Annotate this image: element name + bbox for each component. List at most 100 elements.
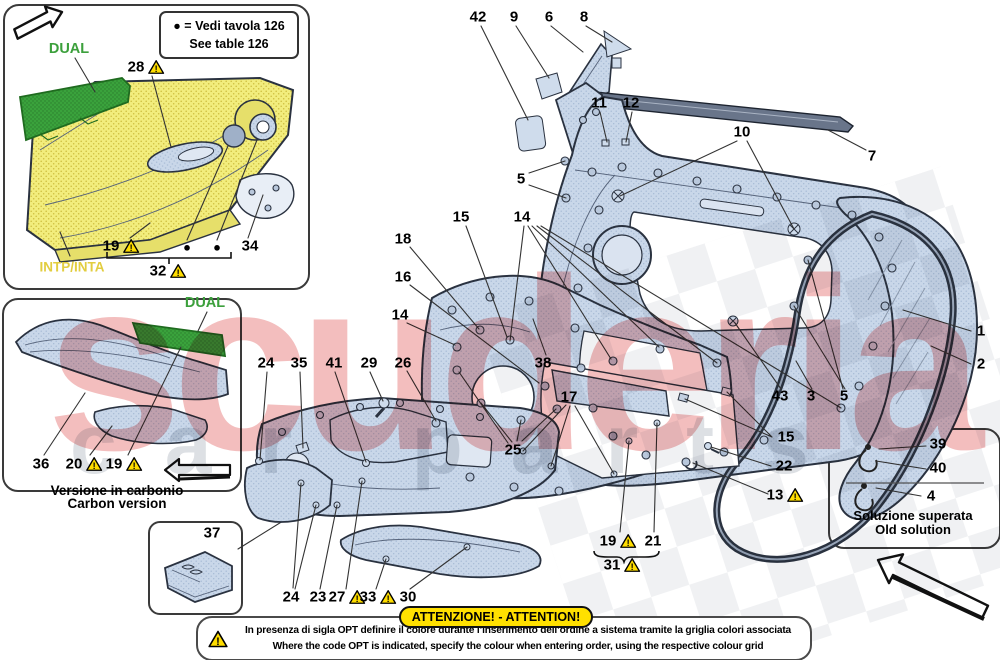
part-door-seal <box>713 210 957 563</box>
callout-37: 37 <box>203 524 221 542</box>
svg-text:!: ! <box>154 64 157 74</box>
callout-38: 38 <box>534 354 552 372</box>
callout-5-right: 5 <box>839 387 849 405</box>
svg-text:!: ! <box>386 594 389 604</box>
callout-22: 22 <box>775 457 793 475</box>
dual-label-inset2: DUAL <box>184 295 226 311</box>
svg-text:!: ! <box>630 562 633 572</box>
warning-icon: ! <box>379 590 396 604</box>
warning-icon: ! <box>122 239 139 253</box>
part-dual-insert-yellow-box <box>18 77 131 142</box>
callout-30: 30 <box>399 588 417 606</box>
legend-box: ● = Vedi tavola 126 See table 126 <box>159 11 299 60</box>
old-solution-caption-en: Old solution <box>875 522 951 537</box>
part-trim-cap-42 <box>515 115 547 152</box>
attention-line-en: Where the code OPT is indicated, specify… <box>272 640 764 652</box>
callout-34: 34 <box>241 237 259 255</box>
callout-2: 2 <box>976 355 986 373</box>
callout-36: 36 <box>32 455 50 473</box>
callout-14-top: 14 <box>513 208 531 226</box>
callout-26: 26 <box>394 354 412 372</box>
part-door-outer-shell <box>836 196 978 521</box>
svg-text:!: ! <box>132 461 135 471</box>
warning-icon: ! <box>619 534 636 548</box>
attention-line-it: In presenza di sigla OPT definire il col… <box>244 624 792 636</box>
callout-12: 12 <box>622 94 640 112</box>
callout-39: 39 <box>929 435 947 453</box>
warning-icon: ! <box>623 558 640 572</box>
callout-15-top: 15 <box>452 208 470 226</box>
part-hinge-bracket-inset <box>235 173 295 219</box>
callout-43: 43 <box>771 387 789 405</box>
svg-text:!: ! <box>216 636 220 648</box>
callout-5-top: 5 <box>516 170 526 188</box>
callout-23: 23 <box>309 588 327 606</box>
warning-icon: ! <box>348 590 365 604</box>
svg-text:!: ! <box>129 243 132 253</box>
carbon-caption-en: Carbon version <box>67 496 167 511</box>
part-sill-strip <box>339 524 542 579</box>
brace-19-21 <box>593 550 660 565</box>
warning-icon: ! <box>786 488 803 502</box>
callout-20: 20! <box>66 456 103 473</box>
callout-8: 8 <box>579 8 589 26</box>
callout-40: 40 <box>929 459 947 477</box>
callout-17: 17 <box>560 388 578 406</box>
callout-28: 28! <box>128 59 165 76</box>
part-gasket-8 <box>603 29 633 69</box>
arrow-carbon-box <box>163 457 232 483</box>
callout-24-bottom: 24 <box>282 588 300 606</box>
warning-icon: ! <box>208 630 228 648</box>
callout-7: 7 <box>867 147 877 165</box>
callout-3: 3 <box>806 387 816 405</box>
callout-15-right: 15 <box>777 428 795 446</box>
callout-1: 1 <box>976 322 986 340</box>
callout-14-left: 14 <box>391 306 409 324</box>
callout-41: 41 <box>325 354 343 372</box>
warning-icon: ! <box>147 60 164 74</box>
svg-text:!: ! <box>176 268 179 278</box>
inset-switch-pack <box>148 521 243 615</box>
callout-6: 6 <box>544 8 554 26</box>
callout-42: 42 <box>469 8 487 26</box>
callout-13: 13! <box>767 487 804 504</box>
part-pocket-panel <box>244 458 333 523</box>
part-switch-pack <box>164 551 233 603</box>
attention-banner: ATTENZIONE! - ATTENTION! <box>399 606 593 628</box>
dual-label-inset1: DUAL <box>48 41 90 57</box>
part-lock-rings-inset <box>222 113 277 148</box>
part-armrest-insert <box>540 361 740 479</box>
reference-dot: ● <box>213 239 221 255</box>
part-cover-9 <box>535 72 563 100</box>
callout-19-inset1: 19! <box>103 238 140 255</box>
legend-line-en: See table 126 <box>189 37 269 52</box>
callout-11: 11 <box>591 94 607 112</box>
callout-21: 21 <box>644 532 662 550</box>
svg-text:!: ! <box>355 594 358 604</box>
legend-line-it: Vedi tavola 126 <box>195 19 285 33</box>
carbon-caption-it: Versione in carbonio <box>50 483 184 498</box>
callout-25: 25 <box>504 441 522 459</box>
warning-icon: ! <box>85 457 102 471</box>
part-cable-clip-4 <box>854 483 874 512</box>
arrow-top-left <box>13 5 64 40</box>
callout-4: 4 <box>926 487 936 505</box>
callout-10: 10 <box>733 123 751 141</box>
warning-icon: ! <box>169 264 186 278</box>
svg-text:!: ! <box>626 538 629 548</box>
callout-35: 35 <box>290 354 308 372</box>
leader-lines <box>259 25 972 590</box>
part-cable-clip-39-40 <box>858 444 878 473</box>
part-carbon-trim-panel <box>14 318 229 445</box>
warning-icon: ! <box>125 457 142 471</box>
callout-24-row: 24 <box>257 354 275 372</box>
intp-inta-label: INTP/INTA <box>39 259 105 275</box>
callout-18: 18 <box>394 230 412 248</box>
callout-33: 33! <box>360 589 397 606</box>
arrow-bottom-right <box>876 553 990 621</box>
callout-29: 29 <box>360 354 378 372</box>
callout-31: 31! <box>604 557 641 574</box>
callout-32: 32! <box>150 263 187 280</box>
